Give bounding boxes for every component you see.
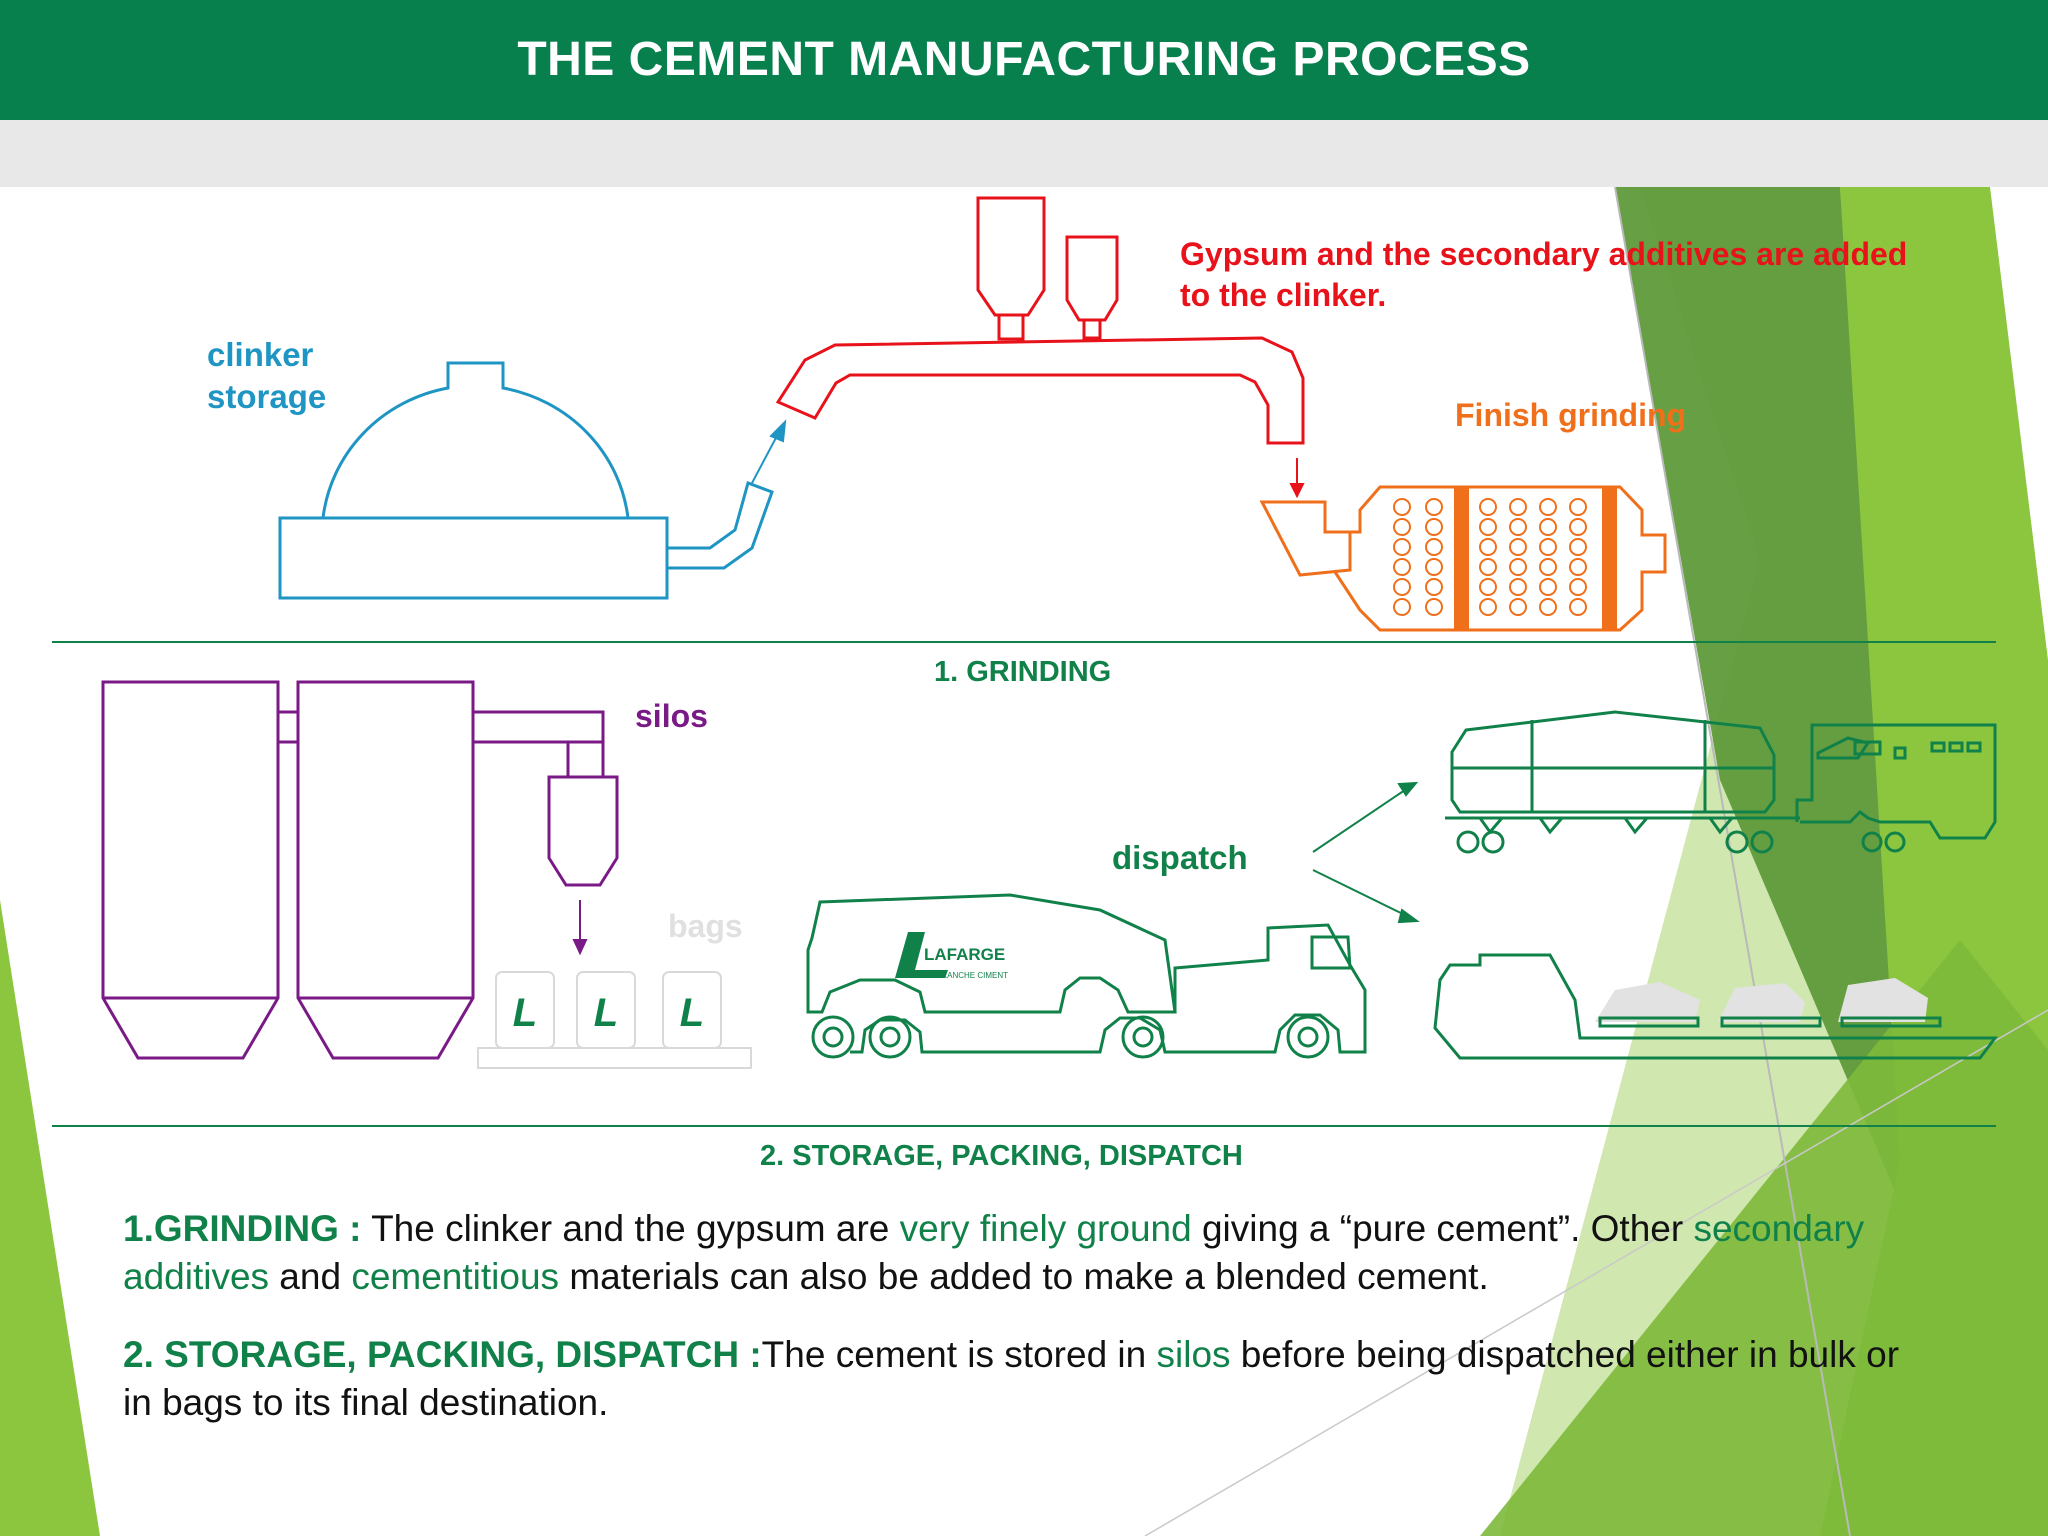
cargo-ship (1433, 953, 1998, 1060)
bag-logo: L (680, 991, 704, 1035)
mill-ball (1509, 598, 1527, 616)
mill-ball (1509, 498, 1527, 516)
title-bar: THE CEMENT MANUFACTURING PROCESS (0, 0, 2048, 120)
bag-1: L (495, 971, 555, 1049)
description-text: and (269, 1256, 352, 1297)
label-gypsum-additives: Gypsum and the secondary additives are a… (1180, 236, 1908, 313)
keyword: secondary additives (123, 1208, 1865, 1297)
label-clinker-storage: clinker storage (207, 336, 327, 415)
sub-banner (0, 120, 2048, 187)
mill-ball (1393, 558, 1411, 576)
mill-ball (1479, 498, 1497, 516)
mill-ball (1393, 598, 1411, 616)
bags-pallet: L L L (477, 971, 752, 1069)
cement-truck: LAFARGE BRANCHE CIMENT (806, 893, 1367, 1059)
clinker-arrow (751, 419, 787, 484)
green-swoosh-left (0, 900, 100, 1536)
mill-ball (1539, 538, 1557, 556)
mill-ball (1539, 598, 1557, 616)
label-bags: bags (668, 908, 743, 944)
mill-ball (1479, 558, 1497, 576)
clinker-storage-dome (278, 361, 774, 600)
mill-ball (1393, 538, 1411, 556)
mill-ball (1569, 558, 1587, 576)
mill-ball (1425, 518, 1443, 536)
mill-ball (1479, 518, 1497, 536)
bag-2: L (576, 971, 636, 1049)
lafarge-logo-icon (895, 932, 948, 978)
description-heading: 2. STORAGE, PACKING, DISPATCH : (123, 1334, 762, 1375)
mill-ball (1393, 578, 1411, 596)
description: 1.GRINDING : The clinker and the gypsum … (123, 1205, 1903, 1457)
mill-ball (1569, 538, 1587, 556)
silos (101, 680, 619, 1060)
page-title: THE CEMENT MANUFACTURING PROCESS (517, 33, 1531, 86)
description-heading: 1.GRINDING : (123, 1208, 362, 1249)
mill-ball (1509, 538, 1527, 556)
bag-3: L (662, 971, 722, 1049)
silo-arrow (572, 900, 588, 956)
thin-line-1 (1614, 186, 1851, 1536)
mill-ball (1425, 538, 1443, 556)
mill-ball (1425, 578, 1443, 596)
description-text: The cement is stored in (761, 1334, 1157, 1375)
dispatch-arrows (1312, 781, 1420, 924)
mill-ball (1509, 578, 1527, 596)
mill-ball (1569, 498, 1587, 516)
mill-ball (1509, 558, 1527, 576)
section-title-grinding: 1. GRINDING (934, 656, 1112, 688)
label-dispatch: dispatch (1112, 839, 1248, 876)
description-text: giving a “pure cement”. Other (1191, 1208, 1694, 1249)
description-text: before being dispatched either in bulk o… (123, 1334, 1900, 1423)
description-grinding: 1.GRINDING : The clinker and the gypsum … (123, 1205, 1903, 1301)
mill-ball (1539, 518, 1557, 536)
mill-ball (1569, 518, 1587, 536)
truck-brand: LAFARGE (924, 945, 1005, 964)
mill-ball (1509, 518, 1527, 536)
bag-logo: L (594, 991, 618, 1035)
freight-train (1445, 710, 1997, 854)
green-swoosh-right-dark (1615, 187, 1920, 1250)
mill-ball (1393, 518, 1411, 536)
mill-ball (1539, 498, 1557, 516)
mill-ball (1539, 558, 1557, 576)
thin-line-2 (1144, 1009, 2048, 1536)
label-finish-grinding: Finish grinding (1455, 397, 1687, 433)
truck-sub-brand: BRANCHE CIMENT (936, 971, 1008, 980)
cargo-heaps (1595, 978, 1928, 1022)
mill-ball (1479, 598, 1497, 616)
section-title-storage: 2. STORAGE, PACKING, DISPATCH (760, 1140, 1243, 1172)
keyword: very finely ground (899, 1208, 1192, 1249)
grinding-mill (1259, 485, 1667, 632)
mill-ball (1569, 598, 1587, 616)
mill-ball (1569, 578, 1587, 596)
gypsum-hoppers (775, 196, 1305, 445)
green-swoosh-bottom (1480, 940, 2048, 1536)
gypsum-arrow (1289, 458, 1305, 499)
label-silos: silos (635, 698, 708, 734)
mill-ball (1393, 498, 1411, 516)
keyword: silos (1156, 1334, 1231, 1375)
description-text: materials can also be added to make a bl… (559, 1256, 1489, 1297)
mill-ball (1425, 558, 1443, 576)
keyword: cementitious (351, 1256, 560, 1297)
description-storage: 2. STORAGE, PACKING, DISPATCH :The cemen… (123, 1331, 1903, 1427)
mill-ball (1479, 538, 1497, 556)
mill-ball (1425, 498, 1443, 516)
mill-ball (1425, 598, 1443, 616)
description-text: The clinker and the gypsum are (361, 1208, 900, 1249)
bag-logo: L (513, 991, 537, 1035)
mill-ball (1479, 578, 1497, 596)
mill-ball (1539, 578, 1557, 596)
